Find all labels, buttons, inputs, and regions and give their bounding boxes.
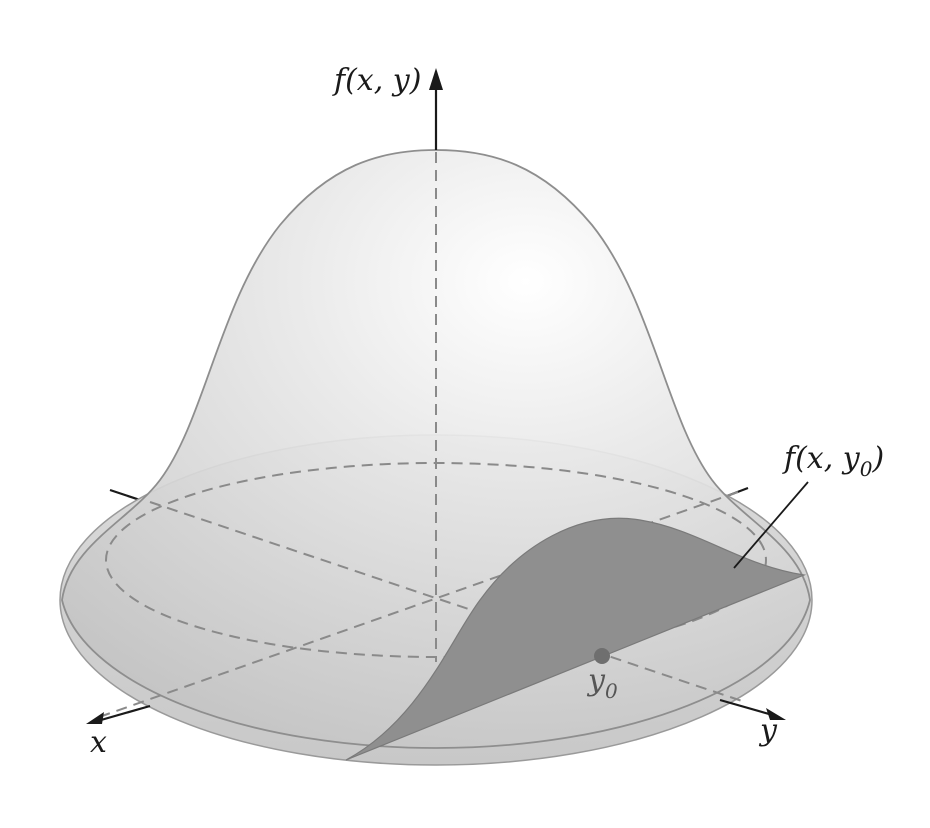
f-axis-label: f(x, y) <box>332 63 421 98</box>
y0-label: y0 <box>586 663 618 703</box>
y0-label-base: y <box>586 663 606 698</box>
x-axis-arrowhead <box>86 712 104 724</box>
slice-label-close: ) <box>871 441 884 476</box>
y0-point <box>594 648 610 664</box>
dashed-x-axis <box>149 501 746 703</box>
slice-label: f(x, y0) <box>782 441 884 481</box>
y-axis-label: y <box>758 713 778 748</box>
y-axis-front <box>719 698 777 718</box>
slice-label-sub: 0 <box>860 457 873 481</box>
x-axis-front <box>93 704 151 724</box>
x-axis-label: x <box>90 725 107 760</box>
f-axis-arrowhead <box>429 68 443 90</box>
y-axis-arrowhead <box>766 708 786 720</box>
slice-curve <box>345 517 807 761</box>
slice-leader-line <box>733 481 809 569</box>
y0-label-sub: 0 <box>605 679 618 703</box>
slice-label-main: f(x, y <box>782 441 861 476</box>
